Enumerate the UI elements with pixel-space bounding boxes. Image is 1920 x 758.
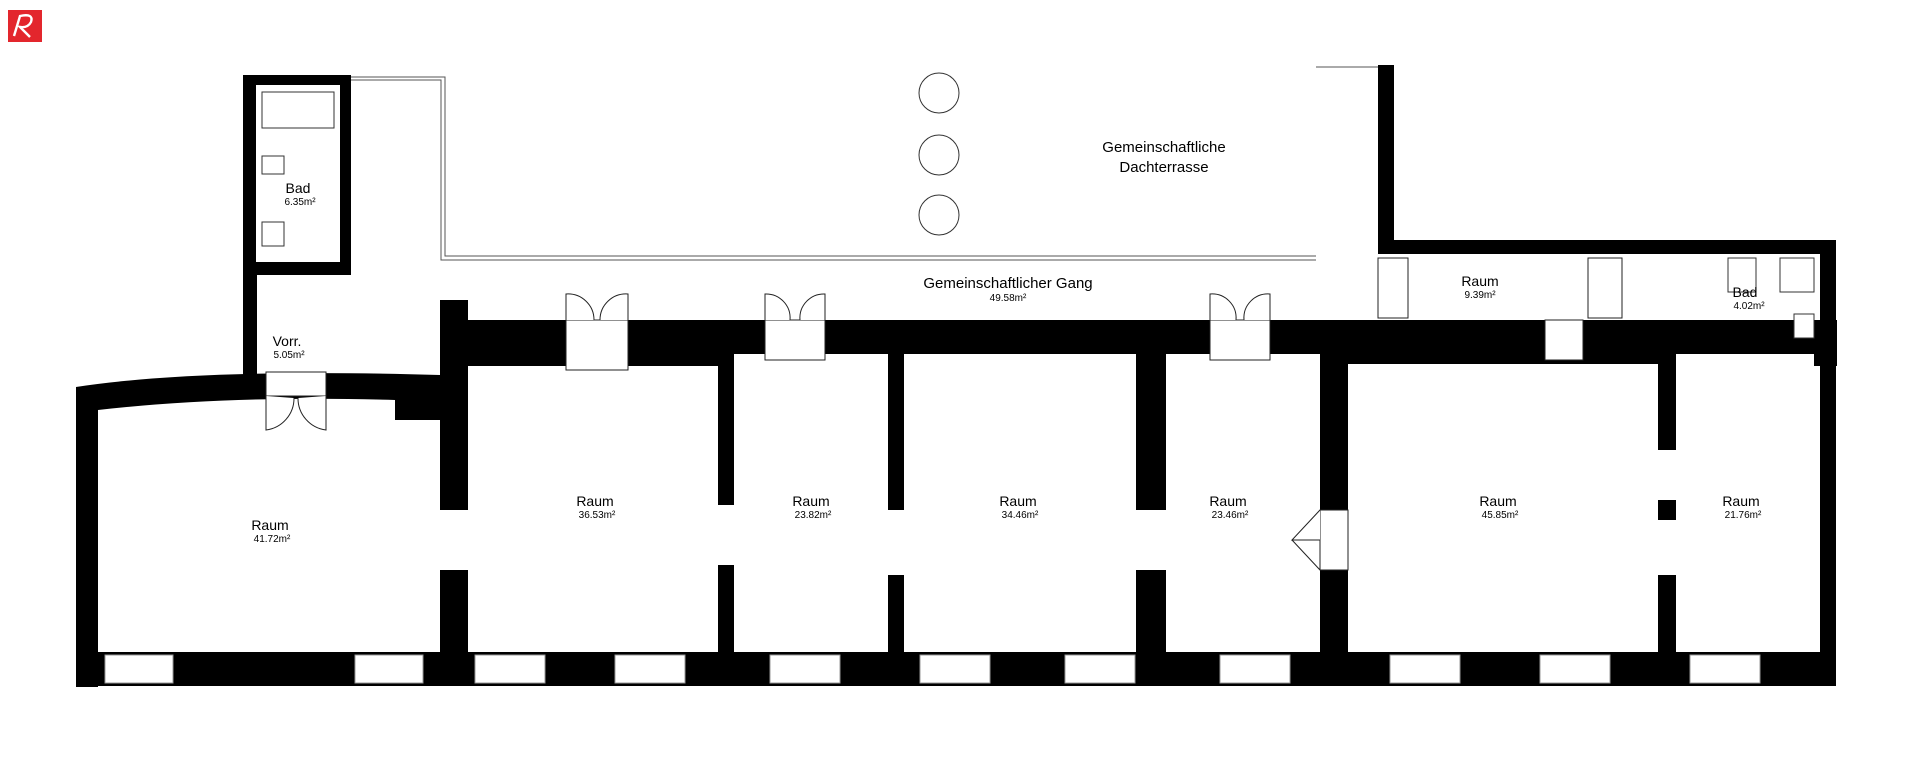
room-7-label: Raum bbox=[1722, 493, 1759, 509]
corridor-area: 49.58m² bbox=[990, 293, 1027, 304]
vorr-area: 5.05m² bbox=[273, 350, 305, 361]
room-1-label: Raum bbox=[251, 517, 288, 533]
doors bbox=[265, 257, 1623, 571]
room-5-label: Raum bbox=[1209, 493, 1246, 509]
bad-right-label: Bad bbox=[1733, 284, 1758, 300]
room-2-area: 36.53m² bbox=[579, 510, 616, 521]
raum-small-label: Raum bbox=[1461, 273, 1498, 289]
room-2-label: Raum bbox=[576, 493, 613, 509]
room-3-area: 23.82m² bbox=[795, 510, 832, 521]
bad-left-area: 6.35m² bbox=[284, 197, 316, 208]
planters bbox=[918, 72, 960, 236]
terrace-label-line2: Dachterrasse bbox=[1119, 159, 1208, 176]
raum-small-area: 9.39m² bbox=[1464, 290, 1496, 301]
corridor-label: Gemeinschaftlicher Gang bbox=[923, 275, 1092, 292]
bad-right-area: 4.02m² bbox=[1733, 301, 1765, 312]
room-4-label: Raum bbox=[999, 493, 1036, 509]
room-7-area: 21.76m² bbox=[1725, 510, 1762, 521]
vorr-label: Vorr. bbox=[273, 333, 302, 349]
room-1-area: 41.72m² bbox=[254, 534, 291, 545]
brand-logo bbox=[8, 10, 42, 42]
room-6-label: Raum bbox=[1479, 493, 1516, 509]
room-3-label: Raum bbox=[792, 493, 829, 509]
bad-left-label: Bad bbox=[286, 180, 311, 196]
terrace-outline bbox=[351, 66, 1378, 261]
sanitary-fixtures bbox=[261, 91, 1815, 339]
windows bbox=[104, 654, 1761, 684]
terrace-label-line1: Gemeinschaftliche bbox=[1102, 139, 1225, 156]
room-5-area: 23.46m² bbox=[1212, 510, 1249, 521]
room-4-area: 34.46m² bbox=[1002, 510, 1039, 521]
openings bbox=[440, 450, 1676, 575]
room-interiors bbox=[98, 88, 1814, 652]
room-6-area: 45.85m² bbox=[1482, 510, 1519, 521]
